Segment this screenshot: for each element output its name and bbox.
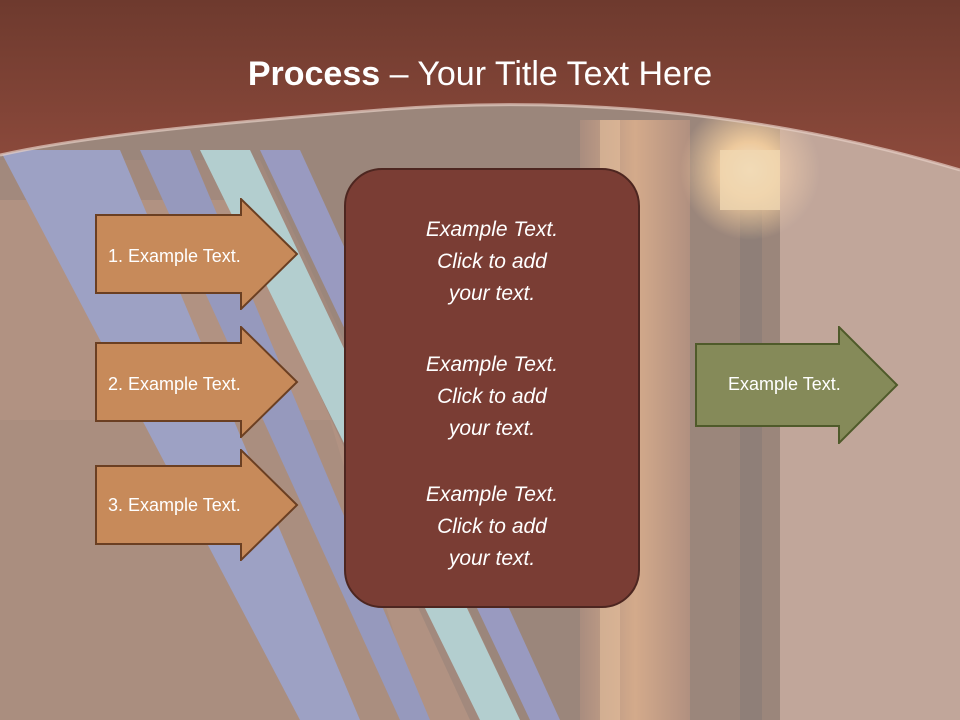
center-block-2-line3: your text. (448, 417, 536, 440)
center-block-2-line2: Click to add (437, 385, 547, 408)
title-rest: – Your Title Text Here (380, 55, 713, 93)
left-arrow-3-label: 3. Example Text. (108, 495, 241, 515)
slide-title: Process – Your Title Text Here (0, 52, 960, 96)
left-arrow-2-label: 2. Example Text. (108, 374, 241, 394)
left-arrow-1-label: 1. Example Text. (108, 246, 241, 266)
center-block-2-line1: Example Text. (425, 353, 559, 376)
center-block-1: Example Text. Click to add your text. (346, 214, 638, 310)
left-arrow-3[interactable] (95, 449, 301, 561)
center-block-3-line1: Example Text. (425, 483, 559, 506)
center-block-1-line2: Click to add (437, 250, 547, 273)
center-block-3: Example Text. Click to add your text. (346, 479, 638, 575)
left-arrow-1[interactable] (95, 198, 301, 310)
title-bold: Process (247, 55, 381, 93)
header-band (0, 0, 960, 172)
center-text-box[interactable]: Example Text. Click to add your text. Ex… (344, 168, 640, 608)
center-block-1-line3: your text. (448, 282, 536, 305)
center-block-3-line3: your text. (448, 547, 536, 570)
center-block-3-line2: Click to add (437, 515, 547, 538)
right-arrow[interactable] (695, 326, 901, 444)
right-arrow-label: Example Text. (728, 374, 841, 394)
center-block-2: Example Text. Click to add your text. (346, 349, 638, 445)
center-block-1-line1: Example Text. (425, 218, 559, 241)
left-arrow-2[interactable] (95, 326, 301, 438)
